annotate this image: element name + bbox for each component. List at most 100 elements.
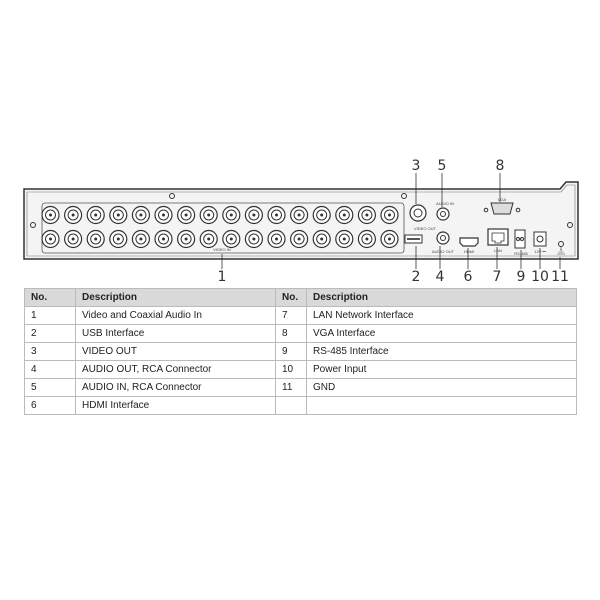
bnc-connector — [244, 205, 263, 225]
description-cell: AUDIO IN, RCA Connector — [75, 378, 276, 397]
callout-number: 2 — [412, 269, 421, 285]
bnc-connector — [63, 205, 83, 225]
power-input-port — [533, 231, 547, 247]
audio-out-connector — [436, 231, 450, 245]
bnc-connector — [177, 229, 196, 249]
number-cell: 9 — [275, 342, 307, 361]
video-out-label: VIDEO OUT — [414, 226, 437, 231]
bnc-connector — [86, 205, 105, 225]
description-cell: RS-485 Interface — [306, 342, 577, 361]
number-cell: 11 — [275, 378, 307, 397]
screw-icon — [30, 222, 36, 228]
video-in-label: VIDEO IN — [213, 247, 231, 252]
bnc-connector — [199, 205, 218, 225]
screw-icon — [567, 222, 573, 228]
description-cell: LAN Network Interface — [306, 306, 577, 325]
number-cell: 5 — [24, 378, 76, 397]
callout-number: 9 — [517, 269, 526, 285]
bnc-connector — [154, 229, 173, 249]
number-cell: 3 — [24, 342, 76, 361]
number-cell: 6 — [24, 396, 76, 415]
callout-number: 8 — [496, 158, 505, 174]
bnc-connector — [86, 229, 105, 249]
bnc-connector — [222, 229, 241, 249]
callout-number: 5 — [438, 158, 447, 174]
bnc-connector — [357, 229, 376, 249]
bnc-connector — [244, 229, 263, 249]
callout-number: 4 — [436, 269, 445, 285]
bnc-connector — [380, 205, 399, 225]
bnc-connector — [63, 229, 83, 249]
gnd-terminal — [557, 241, 565, 255]
description-cell: Video and Coaxial Audio In — [75, 306, 276, 325]
video-in-block — [41, 202, 405, 254]
description-cell: AUDIO OUT, RCA Connector — [75, 360, 276, 379]
bnc-connector — [290, 205, 309, 225]
rear-panel: VIDEO IN VIDEO OUT AUDIO IN AUDIO OUT HD… — [23, 181, 579, 260]
number-cell: 8 — [275, 324, 307, 343]
vga-label: VGA — [498, 197, 507, 202]
bnc-connector — [131, 205, 150, 225]
screw-icon — [401, 193, 407, 199]
audio-out-label: AUDIO OUT — [432, 249, 455, 254]
description-cell: Power Input — [306, 360, 577, 379]
number-cell: 2 — [24, 324, 76, 343]
callout-number: 10 — [531, 269, 549, 285]
audio-in-connector — [436, 207, 450, 221]
bnc-connector — [41, 205, 60, 225]
number-cell: 1 — [24, 306, 76, 325]
description-cell: HDMI Interface — [75, 396, 276, 415]
col-header-no: No. — [275, 288, 307, 307]
rs485-terminal — [514, 229, 526, 249]
table-header-row: No. Description No. Description — [24, 288, 577, 307]
callout-number: 3 — [412, 158, 421, 174]
vga-port — [483, 202, 521, 215]
col-header-description: Description — [306, 288, 577, 307]
bnc-connector — [222, 205, 241, 225]
description-cell — [306, 396, 577, 415]
col-header-no: No. — [24, 288, 76, 307]
bnc-connector — [357, 205, 376, 225]
audio-in-label: AUDIO IN — [436, 201, 454, 206]
bnc-connector — [199, 229, 218, 249]
bnc-connector — [312, 229, 331, 249]
bnc-connector — [267, 229, 286, 249]
power-label: 12V ⎓ — [534, 249, 546, 254]
description-cell: VIDEO OUT — [75, 342, 276, 361]
bnc-connector — [312, 205, 331, 225]
col-header-description: Description — [75, 288, 276, 307]
number-cell: 10 — [275, 360, 307, 379]
usb-port — [404, 234, 423, 244]
video-out-connector — [409, 204, 427, 222]
description-cell: VGA Interface — [306, 324, 577, 343]
description-cell: USB Interface — [75, 324, 276, 343]
bnc-connector — [335, 229, 354, 249]
hdmi-label: HDMI — [464, 249, 474, 254]
number-cell — [275, 396, 307, 415]
bnc-connector — [267, 205, 286, 225]
bnc-connector — [380, 229, 399, 249]
bnc-connector — [41, 229, 60, 249]
hdmi-port — [459, 237, 479, 247]
rear-panel-diagram: VIDEO IN VIDEO OUT AUDIO IN AUDIO OUT HD… — [23, 158, 579, 285]
bnc-connector — [154, 205, 173, 225]
description-cell: GND — [306, 378, 577, 397]
callout-number: 7 — [493, 269, 502, 285]
lan-label: LAN — [494, 248, 502, 253]
callout-number: 11 — [551, 269, 569, 285]
bnc-connector — [335, 205, 354, 225]
video-in-bnc-connectors — [41, 205, 399, 249]
callout-number: 6 — [464, 269, 473, 285]
lan-port — [487, 228, 509, 246]
callout-number: 1 — [218, 269, 227, 285]
screw-icon — [169, 193, 175, 199]
bnc-connector — [290, 229, 309, 249]
